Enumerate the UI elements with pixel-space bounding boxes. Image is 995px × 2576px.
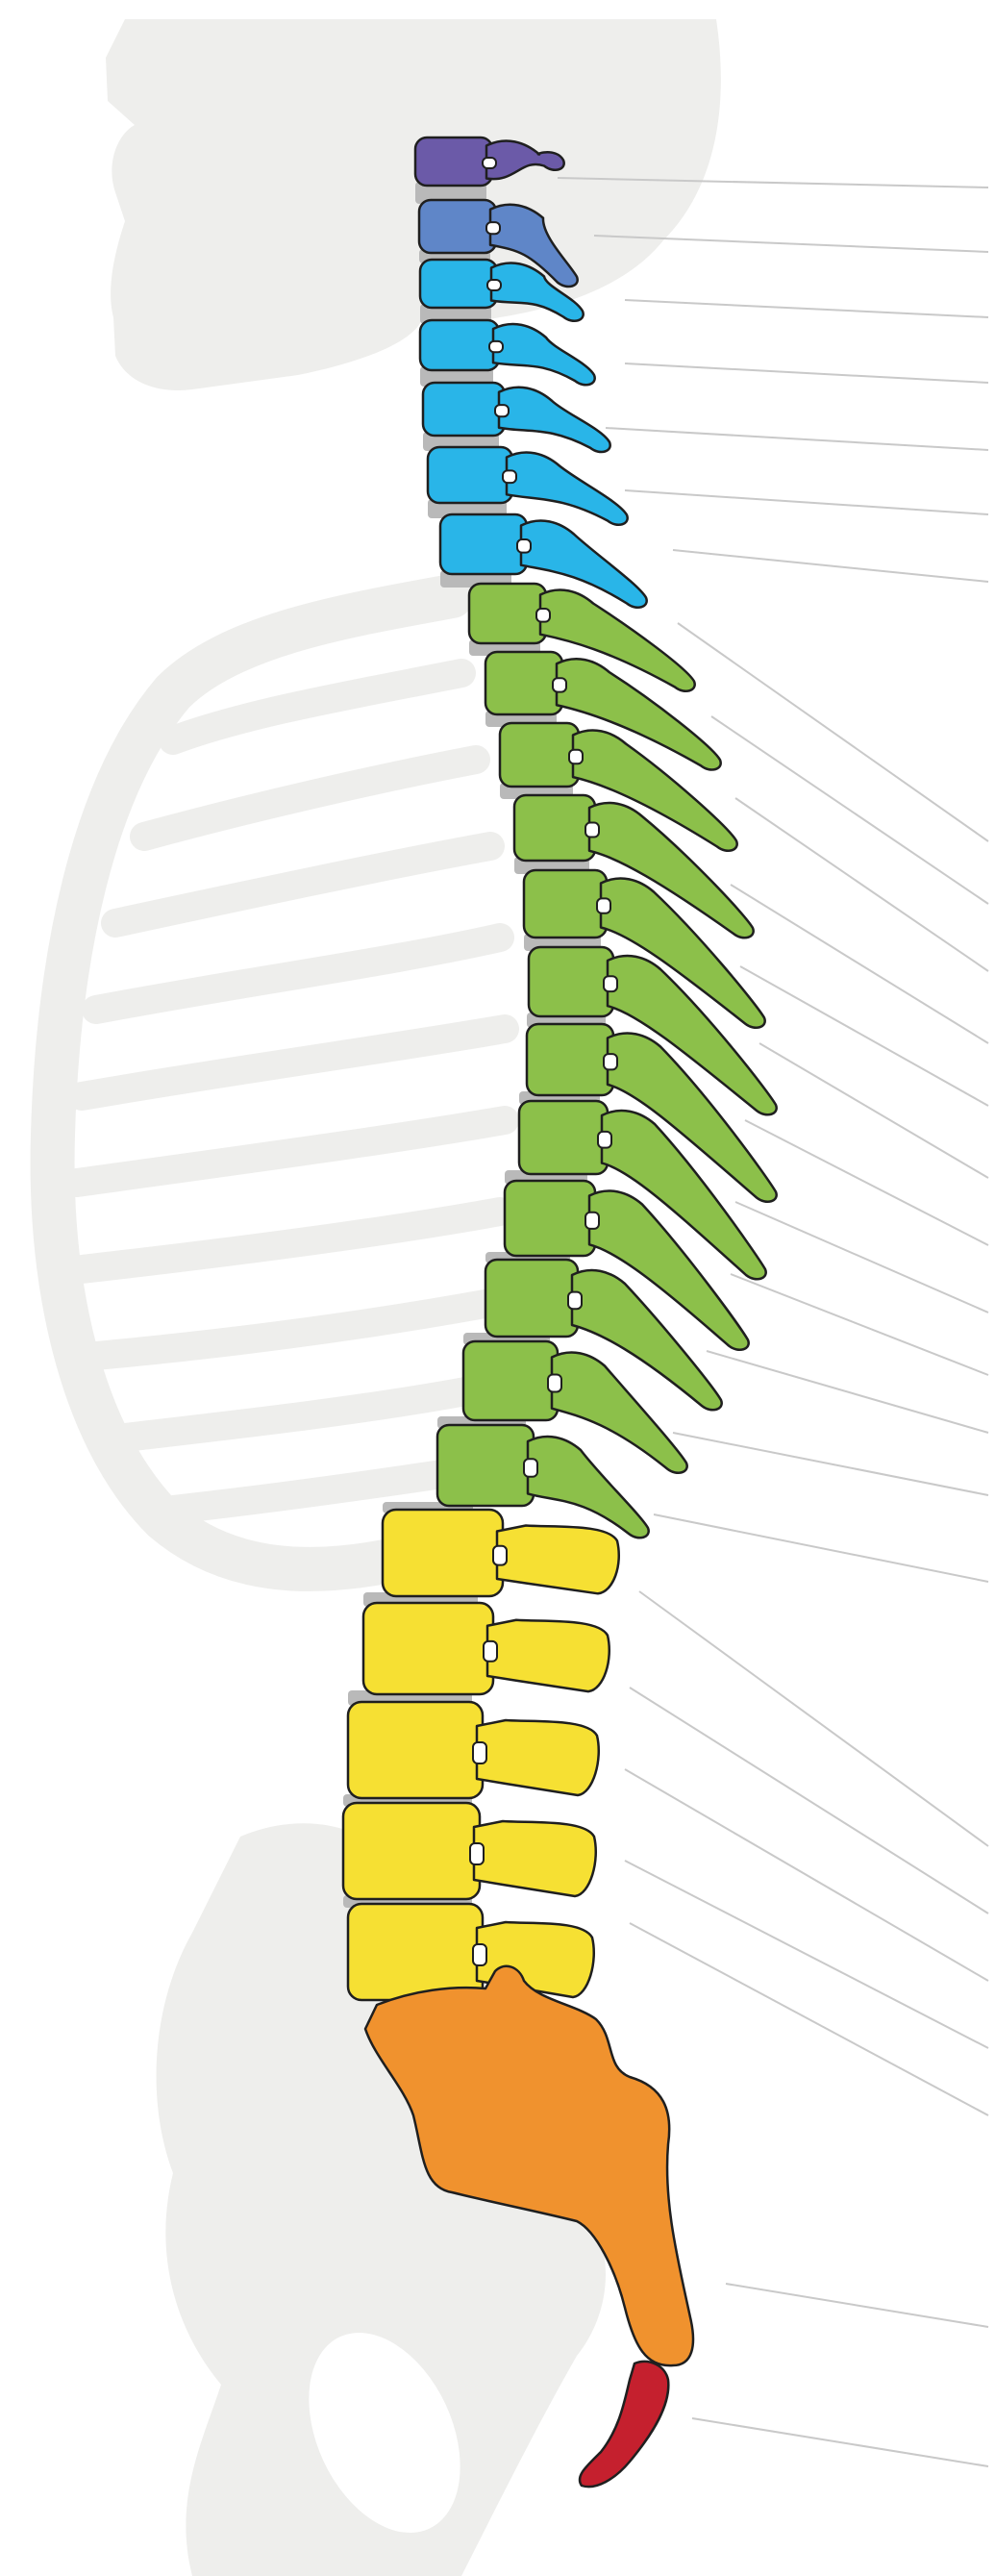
coccyx — [580, 2362, 668, 2487]
leader-line — [735, 1202, 988, 1313]
leader-line — [630, 1688, 988, 1913]
spinous-process — [499, 388, 610, 452]
vertebra-lumbar-21 — [363, 1603, 609, 1694]
foramen — [517, 539, 531, 553]
leader-line — [731, 1274, 988, 1375]
foramen — [568, 1292, 582, 1310]
leader-line — [654, 1514, 988, 1582]
rib-bars — [77, 673, 505, 1510]
foramen — [483, 158, 496, 168]
vertebra-lumbar-24 — [348, 1904, 594, 2000]
foramen — [604, 1054, 617, 1069]
leader-line — [625, 1861, 988, 2048]
foramen — [598, 1132, 611, 1148]
foramen — [548, 1374, 561, 1391]
spinous-process — [528, 1437, 649, 1538]
leader-line — [625, 363, 988, 383]
vertebral-body — [500, 723, 579, 787]
vertebral-body — [420, 260, 497, 308]
vertebral-body — [348, 1702, 483, 1798]
foramen — [585, 823, 599, 838]
vertebral-body — [514, 795, 595, 861]
leader-line — [630, 1923, 988, 2115]
foramen — [524, 1459, 537, 1476]
foramen — [597, 898, 610, 913]
leader-line — [731, 885, 988, 1043]
foramen — [487, 280, 501, 290]
vertebral-body — [419, 200, 496, 253]
vertebral-body — [420, 320, 499, 370]
foramen — [473, 1944, 486, 1965]
vertebral-body — [519, 1101, 608, 1174]
vertebral-body — [348, 1904, 483, 2000]
leader-line — [673, 550, 988, 582]
foramen — [503, 470, 516, 483]
spinous-process — [477, 1720, 599, 1795]
foramen — [536, 609, 550, 622]
leader-line — [726, 2284, 988, 2327]
vertebral-body — [428, 447, 512, 503]
foramen — [495, 405, 509, 416]
leader-line — [625, 490, 988, 514]
spinous-process — [497, 1526, 619, 1594]
leader-line — [735, 798, 988, 971]
vertebral-body — [423, 383, 505, 436]
leader-line — [740, 966, 988, 1106]
leader-line — [707, 1351, 988, 1433]
leader-line — [745, 1120, 988, 1245]
vertebral-body — [469, 584, 546, 643]
foramen — [493, 1546, 507, 1565]
leader-line — [678, 623, 988, 841]
foramen — [486, 222, 500, 234]
vertebra-lumbar-22 — [348, 1702, 599, 1798]
vertebral-body — [437, 1425, 534, 1506]
foramen — [553, 678, 566, 691]
spinous-process — [474, 1821, 596, 1896]
leader-line — [625, 300, 988, 317]
vertebral-body — [383, 1510, 503, 1596]
leader-line — [759, 1043, 988, 1178]
vertebral-body — [505, 1181, 595, 1256]
vertebral-body — [463, 1341, 558, 1420]
vertebra-lumbar-23 — [343, 1803, 596, 1899]
spinous-process — [507, 452, 628, 524]
vertebral-body — [440, 514, 527, 574]
vertebral-body — [527, 1024, 613, 1095]
spinous-process — [493, 324, 595, 385]
vertebra-lumbar-20 — [383, 1510, 619, 1596]
foramen — [585, 1213, 599, 1229]
vertebral-body — [485, 652, 562, 714]
vertebral-body — [363, 1603, 493, 1694]
foramen — [470, 1843, 484, 1864]
skull-silhouette — [106, 19, 721, 390]
foramen — [489, 341, 503, 352]
vertebral-body — [529, 947, 613, 1016]
foramen — [604, 976, 617, 991]
vertebral-body — [485, 1260, 578, 1337]
foramen — [484, 1641, 497, 1662]
vertebral-body — [524, 870, 607, 938]
foramen — [569, 750, 583, 764]
foramen — [473, 1742, 486, 1763]
leader-line — [606, 428, 988, 450]
leader-line — [692, 2418, 988, 2466]
leader-line — [673, 1433, 988, 1495]
vertebral-body — [415, 138, 492, 186]
spinous-process — [487, 1620, 609, 1691]
vertebral-body — [343, 1803, 480, 1899]
